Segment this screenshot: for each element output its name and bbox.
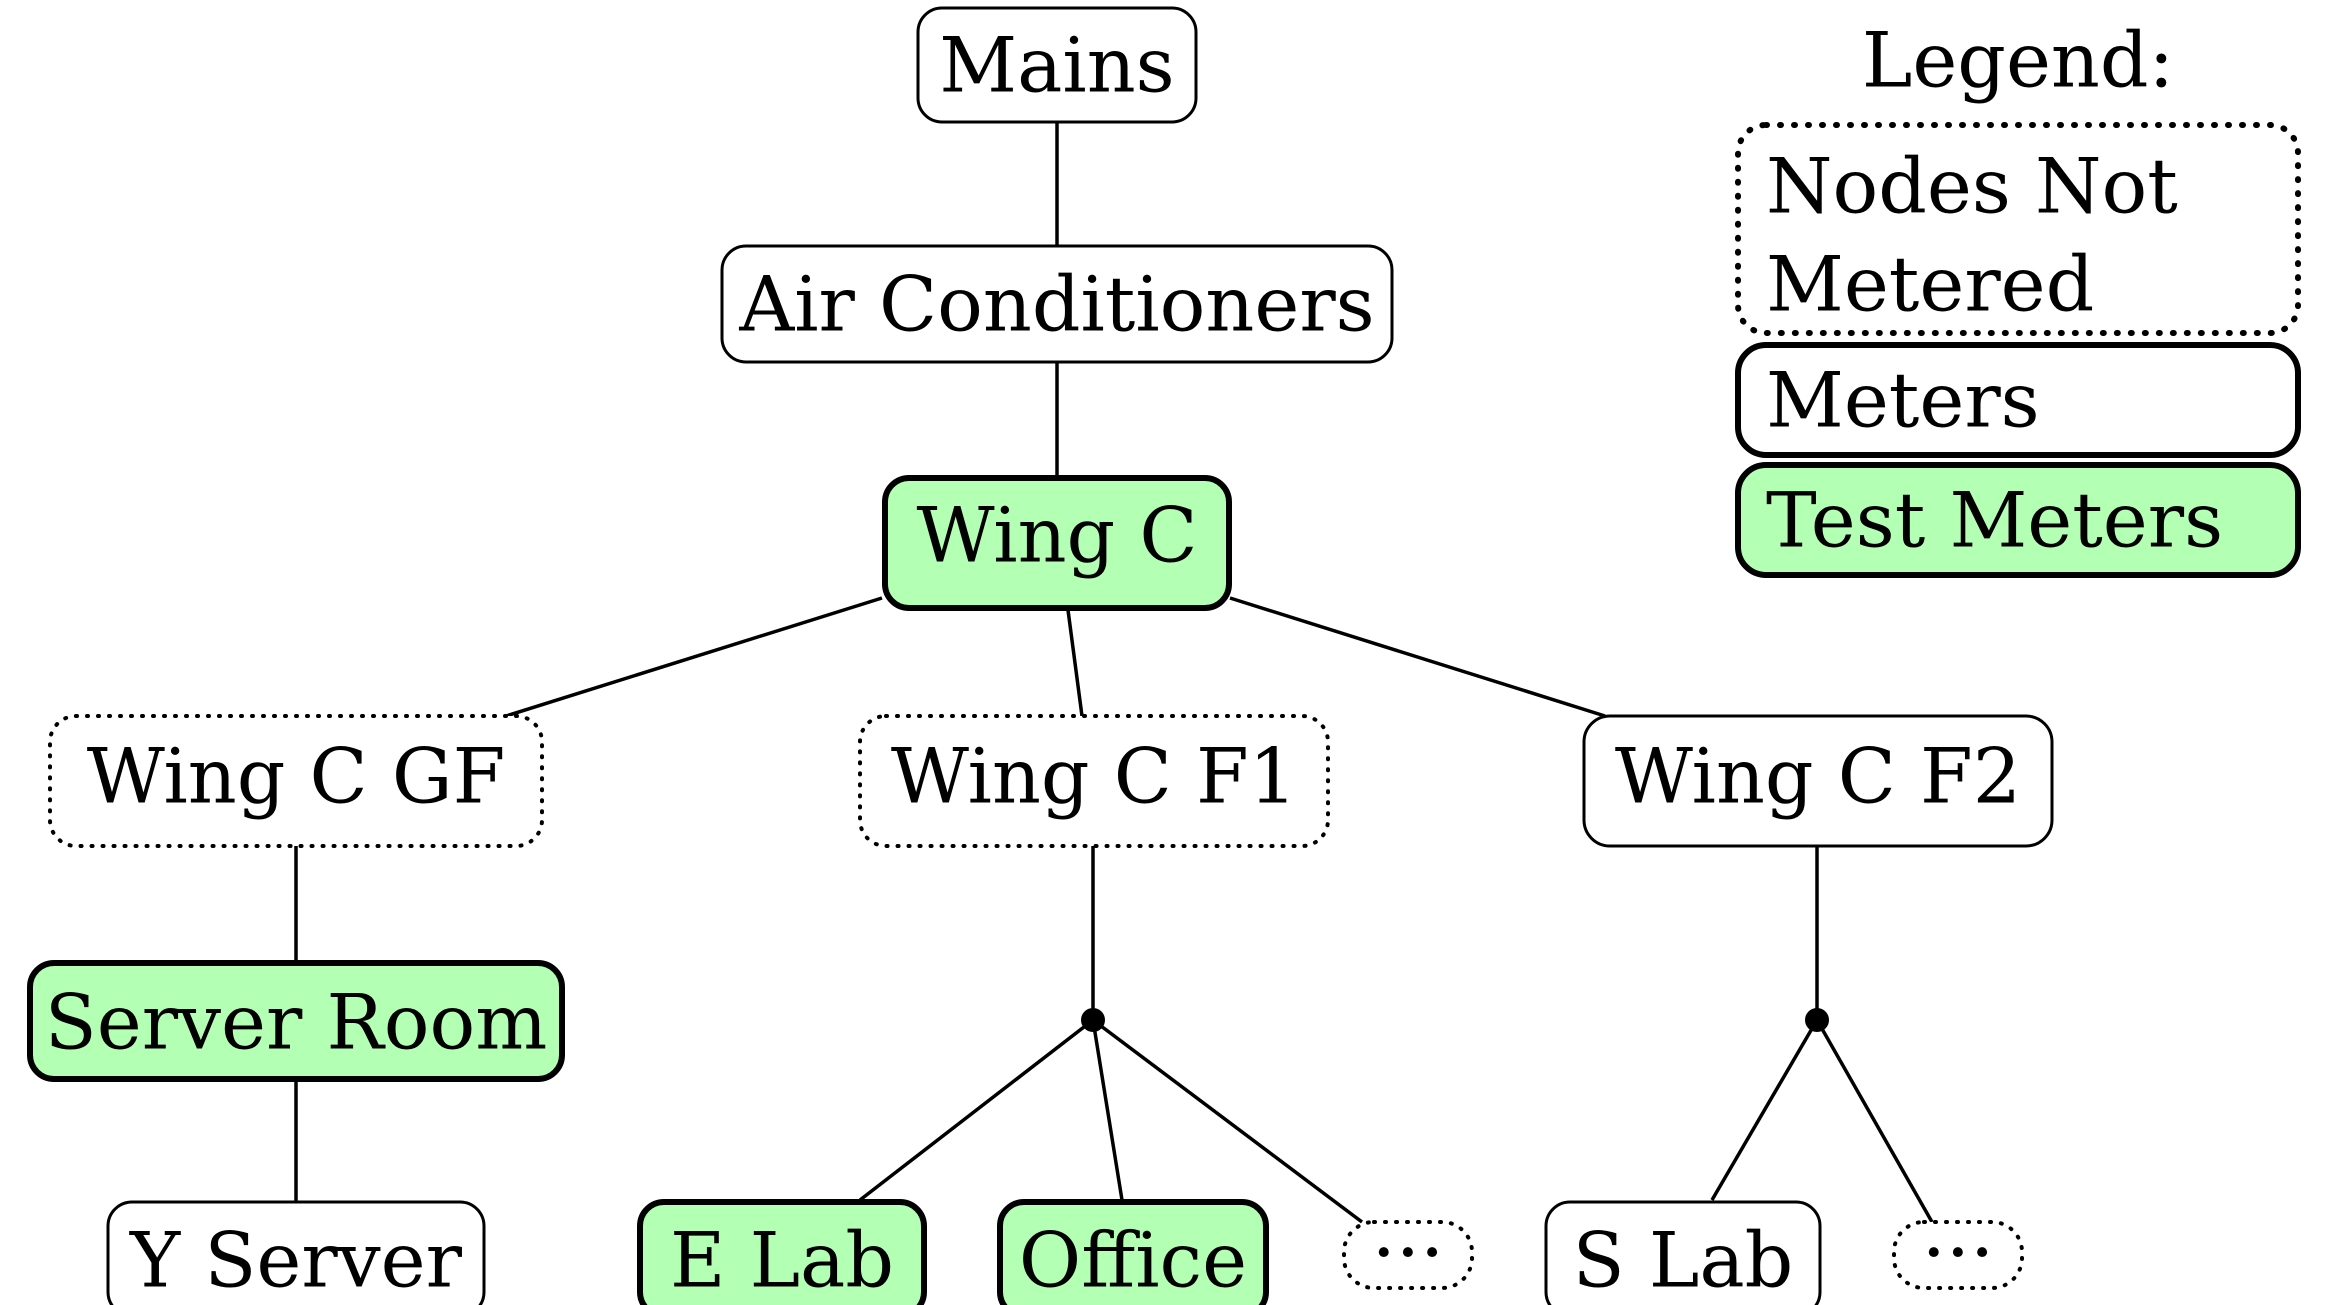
node-y-server-box	[106, 1200, 486, 1305]
node-wing-c-f1-box	[858, 714, 1330, 848]
junction-dot-f2	[1805, 1008, 1829, 1032]
node-wing-c-gf-box	[48, 714, 544, 848]
node-wing-c-gf: Wing C GF	[48, 714, 544, 848]
node-wing-c-f2-label: Wing C F2	[1615, 732, 2021, 821]
node-f2-more-label: ···	[1922, 1208, 1994, 1297]
node-y-server-label: Y Server	[129, 1216, 463, 1305]
legend-title: Legend:	[1862, 16, 2174, 105]
edge-f1-junction-office	[1091, 1019, 1124, 1201]
node-office-label: Office	[1019, 1216, 1247, 1305]
node-s-lab: S Lab	[1544, 1200, 1822, 1305]
node-f2-more-box	[1892, 1220, 2024, 1290]
node-wing-c-box	[882, 475, 1232, 611]
node-wing-c-f2-box	[1582, 714, 2054, 848]
edge-wing-c-wing-c-f2	[1229, 596, 1606, 718]
legend-not-metered-box	[1735, 122, 2301, 336]
node-wing-c: Wing C	[882, 475, 1232, 611]
node-e-lab-box	[637, 1199, 927, 1305]
legend-meters-box	[1735, 342, 2301, 458]
node-server-room-label: Server Room	[45, 978, 548, 1067]
legend-not-metered-line1: Nodes Not	[1766, 142, 2178, 231]
junction-dot-f1	[1081, 1008, 1105, 1032]
node-e-lab-label: E Lab	[670, 1216, 894, 1305]
edge-f2-junction-more	[1815, 1019, 1934, 1223]
node-wing-c-label: Wing C	[917, 491, 1198, 580]
node-f2-more: ···	[1892, 1208, 2024, 1297]
edge-wing-c-wing-c-gf	[505, 596, 883, 718]
node-office: Office	[997, 1199, 1269, 1305]
legend-not-metered-line2: Metered	[1766, 240, 2094, 329]
node-wing-c-gf-label: Wing C GF	[87, 732, 506, 821]
node-air-conditioners-box	[720, 244, 1394, 364]
legend-test-meters-box	[1735, 462, 2301, 578]
node-e-lab: E Lab	[637, 1199, 927, 1305]
node-s-lab-label: S Lab	[1573, 1216, 1794, 1305]
node-mains: Mains	[916, 6, 1198, 124]
node-server-room-box	[27, 960, 565, 1082]
edge-f1-junction-e-lab	[858, 1018, 1095, 1202]
edge-f2-junction-s-lab	[1710, 1019, 1819, 1201]
node-f1-more-box	[1342, 1220, 1474, 1290]
legend-meters-label: Meters	[1766, 356, 2040, 445]
edge-f1-junction-more	[1091, 1018, 1364, 1224]
node-wing-c-f1-label: Wing C F1	[891, 732, 1297, 821]
node-mains-label: Mains	[939, 21, 1174, 110]
node-wing-c-f2: Wing C F2	[1582, 714, 2054, 848]
node-y-server: Y Server	[106, 1200, 486, 1305]
legend-test-meters-label: Test Meters	[1766, 476, 2223, 565]
node-f1-more: ···	[1342, 1208, 1474, 1297]
node-f1-more-label: ···	[1372, 1208, 1444, 1297]
node-server-room: Server Room	[27, 960, 565, 1082]
node-air-conditioners: Air Conditioners	[720, 244, 1394, 364]
node-wing-c-f1: Wing C F1	[858, 714, 1330, 848]
edges	[294, 122, 1934, 1224]
node-s-lab-box	[1544, 1200, 1822, 1305]
node-air-conditioners-label: Air Conditioners	[738, 260, 1374, 349]
node-mains-box	[916, 6, 1198, 124]
edge-wing-c-wing-c-f1	[1066, 609, 1084, 717]
node-office-box	[997, 1199, 1269, 1305]
legend: Legend: Nodes Not Metered Meters Test Me…	[1735, 16, 2301, 578]
